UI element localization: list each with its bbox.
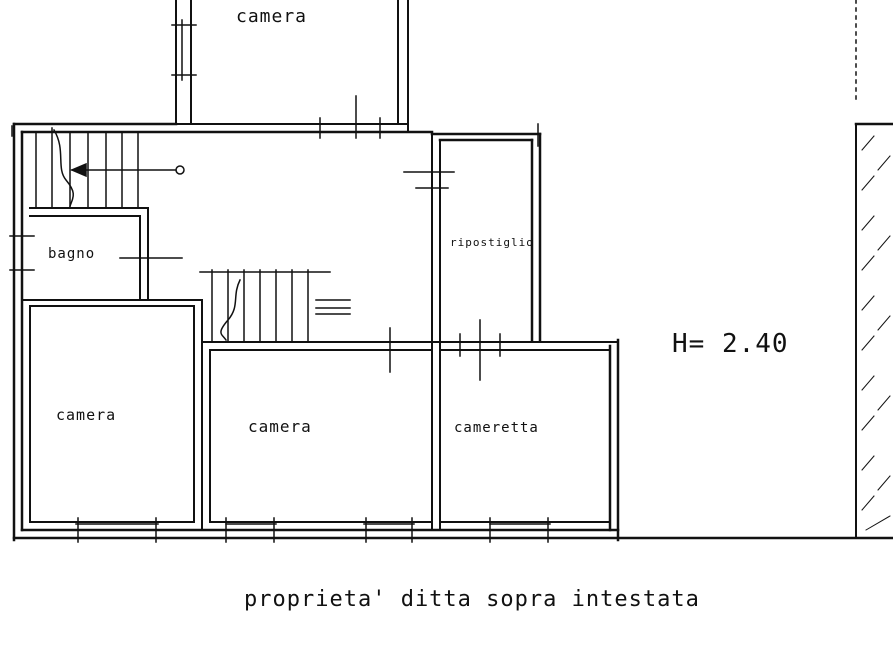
room-label-bagno: bagno xyxy=(48,246,95,262)
ownership-caption: proprieta' ditta sopra intestata xyxy=(244,587,700,612)
room-label-center-camera: camera xyxy=(248,417,312,436)
upper-stair xyxy=(35,127,185,209)
adjacent-building xyxy=(854,0,893,539)
interior-walls xyxy=(21,131,619,531)
bottom-windows xyxy=(75,517,551,543)
wall-tick-marks xyxy=(9,95,539,381)
top-room-walls xyxy=(175,0,409,133)
outer-walls xyxy=(12,122,893,542)
lower-stair xyxy=(199,269,351,343)
room-label-ripostiglio: ripostiglio xyxy=(450,236,534,249)
ceiling-height-note: H= 2.40 xyxy=(672,329,789,359)
room-label-left-camera: camera xyxy=(56,406,116,424)
top-room-window xyxy=(171,19,197,81)
room-label-top-camera: camera xyxy=(236,6,307,27)
room-label-cameretta: cameretta xyxy=(454,420,539,436)
adjacent-building-hatch xyxy=(861,135,891,531)
